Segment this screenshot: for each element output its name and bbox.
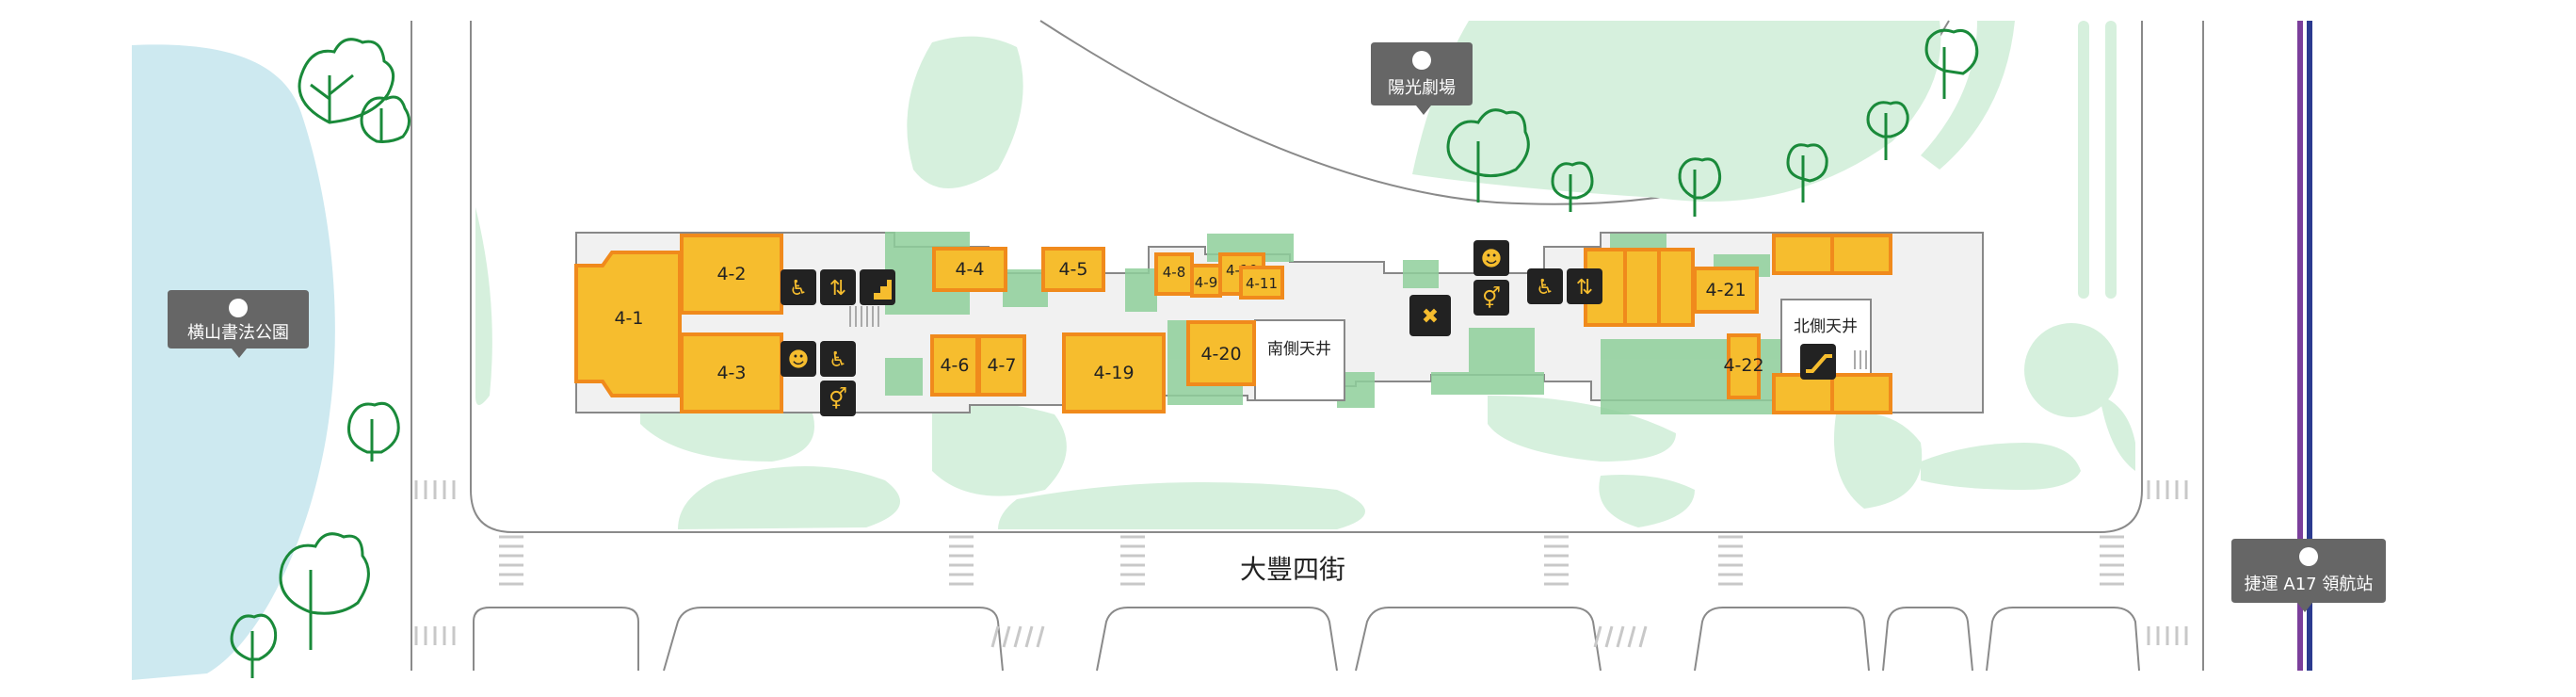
- svg-text:⇅: ⇅: [829, 277, 846, 300]
- unit-4-22[interactable]: 4-22: [1723, 333, 1764, 399]
- facility-icons: ♿ ⇅ ☻ ♿ ⚥ ☻ ⚥ ✖: [781, 240, 1836, 416]
- unit-4-2[interactable]: 4-2: [680, 234, 783, 315]
- metro-callout[interactable]: 捷運 A17 領航站: [2231, 539, 2386, 612]
- svg-text:☻: ☻: [1481, 248, 1503, 271]
- unit-4-8[interactable]: 4-8: [1154, 252, 1194, 296]
- stairs-icon[interactable]: [860, 269, 895, 305]
- lawns: [475, 21, 2135, 529]
- unit-4-21-label: 4-21: [1705, 280, 1746, 300]
- park-callout[interactable]: 横山書法公園: [168, 290, 309, 358]
- park-label: 横山書法公園: [187, 323, 289, 343]
- family-restroom-icon[interactable]: ☻: [1473, 240, 1509, 276]
- tree-icon: [1866, 101, 1909, 160]
- tree-icon: [279, 532, 370, 650]
- svg-text:☻: ☻: [788, 348, 810, 372]
- unit-north-lower[interactable]: [1772, 373, 1892, 414]
- elevator-icon[interactable]: ⇅: [820, 269, 856, 305]
- unit-4-22-label: 4-22: [1723, 355, 1763, 376]
- unit-4-1[interactable]: 4-1: [574, 251, 682, 397]
- svg-text:♿: ♿: [829, 348, 847, 372]
- theater-label: 陽光劇場: [1388, 78, 1456, 98]
- svg-text:✖: ✖: [1422, 305, 1439, 329]
- theater-icon: [1412, 51, 1431, 70]
- svg-text:♿: ♿: [789, 277, 808, 300]
- unit-4-7-label: 4-7: [987, 355, 1016, 376]
- tree-icon: [230, 613, 278, 678]
- tree-icon: [360, 95, 411, 143]
- metro-line: [2297, 21, 2312, 671]
- tree-icon: [1551, 161, 1594, 212]
- tree-icon: [1678, 157, 1722, 217]
- unit-4-20-label: 4-20: [1200, 344, 1241, 365]
- svg-text:⚥: ⚥: [829, 386, 847, 412]
- park-icon: [229, 299, 248, 317]
- lake: [132, 44, 335, 681]
- unit-4-3-label: 4-3: [716, 363, 746, 383]
- restroom-icon[interactable]: ⚥: [820, 381, 856, 416]
- atrium-south-label: 南側天井: [1267, 340, 1331, 359]
- crosswalks: [414, 480, 2188, 648]
- unit-4-2-label: 4-2: [716, 264, 746, 284]
- svg-text:♿: ♿: [1536, 276, 1554, 300]
- elevator-icon[interactable]: ⇅: [1567, 268, 1602, 304]
- metro-label: 捷運 A17 領航站: [2245, 575, 2374, 594]
- unit-4-11-label: 4-11: [1246, 275, 1278, 292]
- tree-icon: [298, 38, 395, 124]
- tree-icon: [1924, 28, 1979, 99]
- unit-4-1-label: 4-1: [614, 308, 643, 329]
- atrium-south: 南側天井: [1254, 319, 1345, 401]
- unit-4-8-label: 4-8: [1163, 264, 1186, 281]
- unit-4-4[interactable]: 4-4: [932, 247, 1007, 292]
- svg-text:⚥: ⚥: [1482, 285, 1501, 311]
- unit-4-19-label: 4-19: [1093, 363, 1134, 383]
- restroom-icon[interactable]: ⚥: [1473, 280, 1509, 316]
- metro-icon: [2299, 547, 2318, 566]
- service-tools-icon[interactable]: ✖: [1409, 295, 1451, 336]
- tree-icon: [347, 401, 400, 462]
- unit-4-5[interactable]: 4-5: [1041, 247, 1105, 292]
- family-restroom-icon[interactable]: ☻: [781, 341, 816, 377]
- unit-north-upper[interactable]: [1772, 234, 1892, 275]
- escalator-steps: [849, 306, 1867, 369]
- accessible-elevator-icon[interactable]: ♿: [781, 269, 816, 305]
- unit-4-4-label: 4-4: [955, 259, 984, 280]
- unit-4-11[interactable]: 4-11: [1239, 266, 1284, 300]
- accessible-restroom-icon[interactable]: ♿: [820, 341, 856, 377]
- unit-4-7[interactable]: 4-7: [977, 334, 1026, 397]
- tree-icon: [1786, 143, 1828, 203]
- accessible-elevator-icon[interactable]: ♿: [1527, 268, 1563, 304]
- theater-callout[interactable]: 陽光劇場: [1371, 42, 1473, 115]
- unit-4-6[interactable]: 4-6: [930, 334, 979, 397]
- unit-4-5-label: 4-5: [1058, 259, 1087, 280]
- street-name: 大豐四街: [1240, 554, 1345, 585]
- tree-icon: [1446, 108, 1530, 203]
- unit-4-9-label: 4-9: [1195, 274, 1218, 291]
- atrium-north-label: 北側天井: [1794, 317, 1858, 336]
- unit-4-6-label: 4-6: [940, 355, 969, 376]
- unit-4-3[interactable]: 4-3: [680, 332, 783, 413]
- unit-4-20[interactable]: 4-20: [1186, 320, 1256, 386]
- unit-4-19[interactable]: 4-19: [1062, 332, 1166, 413]
- svg-text:⇅: ⇅: [1576, 276, 1593, 300]
- escalator-icon[interactable]: [1800, 344, 1836, 380]
- unit-4-9[interactable]: 4-9: [1190, 264, 1222, 298]
- trees: [230, 28, 1979, 678]
